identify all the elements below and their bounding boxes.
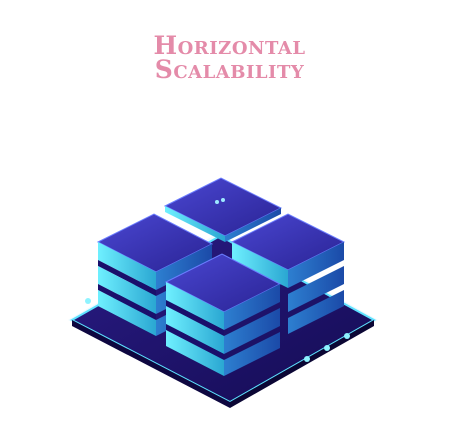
- title-line-2: Scalability: [154, 55, 305, 84]
- server-cluster-icon: [68, 177, 378, 408]
- server-block-front: [164, 253, 282, 376]
- title-line-1: Horizontal: [153, 31, 306, 60]
- page-title: Horizontal Scalability: [0, 31, 459, 84]
- server-block-back: [163, 177, 283, 242]
- server-block-right: [230, 213, 346, 334]
